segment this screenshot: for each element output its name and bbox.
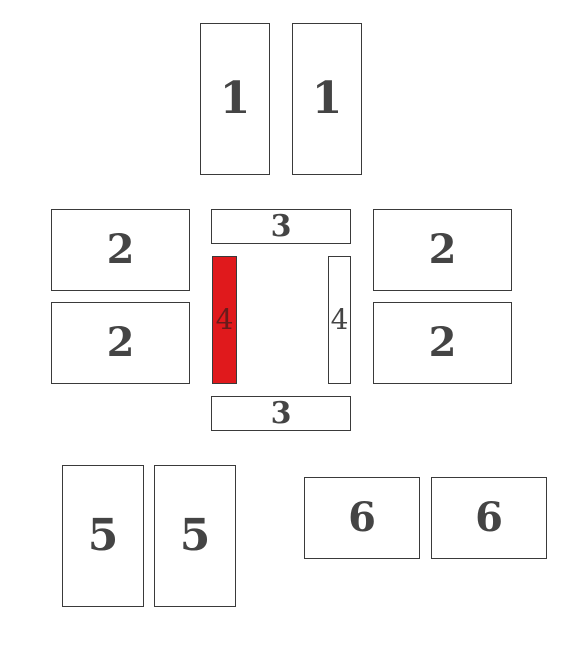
piece-label: 5 xyxy=(179,510,211,561)
piece-1-right[interactable]: 1 xyxy=(292,23,362,175)
piece-label: 3 xyxy=(270,395,292,431)
piece-label: 2 xyxy=(428,226,457,273)
piece-4-right[interactable]: 4 xyxy=(328,256,351,384)
piece-5-right[interactable]: 5 xyxy=(154,465,236,607)
piece-6-left[interactable]: 6 xyxy=(304,477,420,559)
piece-2-top-left[interactable]: 2 xyxy=(51,209,190,291)
piece-1-left[interactable]: 1 xyxy=(200,23,270,175)
piece-2-bottom-left[interactable]: 2 xyxy=(51,302,190,384)
piece-4-left-highlighted[interactable]: 4 xyxy=(212,256,237,384)
piece-5-left[interactable]: 5 xyxy=(62,465,144,607)
piece-label: 2 xyxy=(106,319,135,366)
piece-label: 2 xyxy=(106,226,135,273)
piece-label: 1 xyxy=(219,73,251,124)
piece-label: 1 xyxy=(311,73,343,124)
piece-label: 6 xyxy=(475,494,503,541)
piece-6-right[interactable]: 6 xyxy=(431,477,547,559)
piece-2-bottom-right[interactable]: 2 xyxy=(373,302,512,384)
piece-label: 2 xyxy=(428,319,457,366)
piece-label: 3 xyxy=(270,208,292,244)
piece-2-top-right[interactable]: 2 xyxy=(373,209,512,291)
piece-3-bottom[interactable]: 3 xyxy=(211,396,351,431)
piece-label: 6 xyxy=(348,494,376,541)
piece-label: 4 xyxy=(215,303,234,336)
piece-label: 5 xyxy=(87,510,119,561)
piece-label: 4 xyxy=(330,303,349,336)
piece-3-top[interactable]: 3 xyxy=(211,209,351,244)
